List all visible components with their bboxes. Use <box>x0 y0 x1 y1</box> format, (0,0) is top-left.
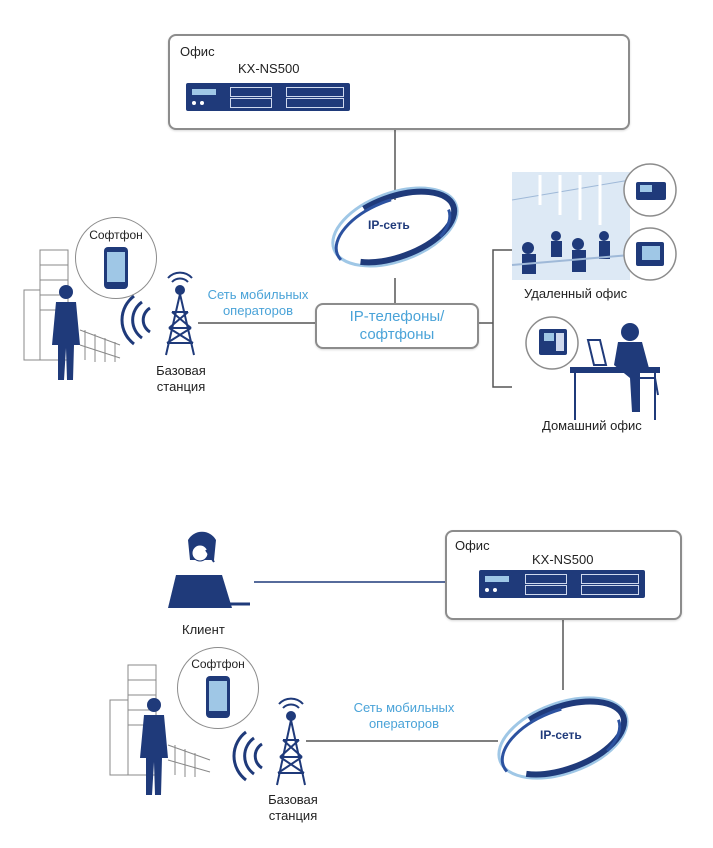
home-office-label: Домашний офис <box>542 418 642 433</box>
signal-waves-icon-bottom <box>232 730 263 782</box>
mobile-user-figure-top <box>52 285 80 380</box>
remote-office-scene <box>511 172 631 280</box>
base-station-label-bottom: Базовая станция <box>255 792 331 824</box>
device-label-top: KX-NS500 <box>238 61 300 76</box>
desk-phone-icon-home <box>525 316 579 370</box>
ip-network-label-bottom: IP-сеть <box>540 728 582 742</box>
office-label-bottom: Офис <box>455 538 490 553</box>
client-label: Клиент <box>182 622 225 637</box>
base-station-line2-bottom: станция <box>268 808 318 823</box>
mobile-network-line2-bottom: операторов <box>368 716 440 731</box>
desk-phone-icon-remote-1 <box>623 163 677 217</box>
ip-phones-box: IP-телефоны/ софтфоны <box>315 303 479 349</box>
home-office-scene <box>570 323 660 420</box>
remote-office-label: Удаленный офис <box>524 286 628 301</box>
ip-phones-label-line2: софтфоны <box>359 326 435 343</box>
office-box-top: Офис KX-NS500 <box>168 34 630 130</box>
ip-network-ring-bottom <box>497 696 629 783</box>
ip-network-ring-top <box>331 186 459 270</box>
office-box-bottom: Офис KX-NS500 <box>445 530 682 620</box>
mobile-network-line1-top: Сеть мобильных <box>207 287 309 302</box>
desk-phone-icon-remote-2 <box>623 227 677 281</box>
mobile-network-label-bottom: Сеть мобильных операторов <box>341 700 467 732</box>
mobile-network-line1-bottom: Сеть мобильных <box>353 700 455 715</box>
ip-network-label-top: IP-сеть <box>368 218 410 232</box>
signal-waves-icon-top <box>120 294 151 346</box>
smartphone-icon-top <box>104 247 128 289</box>
ip-phones-label-line1: IP-телефоны/ <box>349 308 445 325</box>
base-station-tower-icon-top <box>165 271 195 356</box>
base-station-tower-icon-bottom <box>276 697 306 786</box>
pbx-device-icon-top <box>186 83 350 111</box>
device-label-bottom: KX-NS500 <box>532 552 594 567</box>
base-station-label-top: Базовая станция <box>143 363 219 395</box>
mobile-user-figure-bottom <box>140 698 168 795</box>
pbx-device-icon-bottom <box>479 570 645 598</box>
softphone-label-bottom: Софтфон <box>191 657 245 671</box>
bracket-remote-home <box>492 249 512 388</box>
office-label-top: Офис <box>180 44 215 59</box>
mobile-network-label-top: Сеть мобильных операторов <box>195 287 321 319</box>
softphone-label-top: Софтфон <box>89 228 143 242</box>
smartphone-icon-bottom <box>206 676 230 718</box>
base-station-line2-top: станция <box>156 379 206 394</box>
softphone-circle-top: Софтфон <box>75 217 157 299</box>
client-figure <box>168 531 250 608</box>
base-station-line1-bottom: Базовая <box>268 792 318 807</box>
base-station-line1-top: Базовая <box>156 363 206 378</box>
mobile-network-line2-top: операторов <box>222 303 294 318</box>
softphone-circle-bottom: Софтфон <box>177 647 259 729</box>
